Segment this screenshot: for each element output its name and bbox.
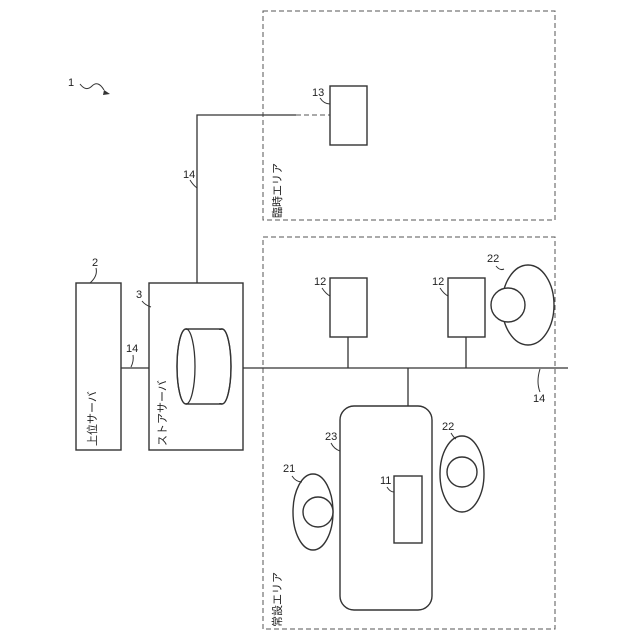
person-22b-ref: 22: [442, 421, 454, 433]
device-12b-ref: 12: [432, 276, 444, 288]
upper-server-ref-leader: [90, 268, 96, 283]
person-22b: 22: [440, 421, 484, 512]
store-server: ストアサーバ 3: [136, 283, 243, 450]
network-ref-right-leader: [538, 369, 540, 392]
network-ref-left-leader: [131, 355, 133, 367]
device-12b-ref-leader: [440, 288, 448, 296]
network-ref-right: 14: [533, 393, 545, 405]
network-ref-top: 14: [183, 169, 195, 181]
network-ref-left: 14: [126, 343, 138, 355]
device-12a: 12: [314, 276, 367, 337]
figure-ref-label: 1: [68, 77, 74, 89]
person-21: 21: [283, 463, 333, 550]
temporary-area-label: 臨時エリア: [271, 163, 284, 218]
device-11-box: [394, 476, 422, 543]
device-12a-ref-leader: [322, 288, 330, 296]
person-21-head: [303, 497, 333, 527]
device-12a-ref: 12: [314, 276, 326, 288]
figure-ref: 1: [68, 77, 110, 95]
counter-23-ref: 23: [325, 431, 337, 443]
figure-ref-squiggle: [80, 84, 104, 90]
person-22a-ref-leader: [496, 266, 504, 270]
figure-ref-arrowhead: [103, 90, 110, 95]
person-22a-head: [491, 288, 525, 322]
store-server-label: ストアサーバ: [156, 380, 169, 446]
store-server-ref: 3: [136, 289, 142, 301]
upper-server: 上位サーバ 2: [76, 257, 121, 450]
person-21-ref: 21: [283, 463, 295, 475]
network-ref-top-leader: [190, 180, 197, 188]
person-22a: 22: [487, 253, 554, 345]
person-22b-head: [447, 457, 477, 487]
device-11-ref: 11: [380, 475, 391, 487]
device-13-ref: 13: [312, 87, 324, 99]
device-13-box: [330, 86, 367, 145]
permanent-area-label: 常設エリア: [270, 572, 284, 627]
upper-server-ref: 2: [92, 257, 98, 269]
device-12b: 12: [432, 276, 485, 337]
counter-23-ref-leader: [331, 443, 340, 451]
upper-server-label: 上位サーバ: [85, 391, 99, 446]
device-12a-box: [330, 278, 367, 337]
device-12b-box: [448, 278, 485, 337]
person-22a-ref: 22: [487, 253, 499, 265]
database-icon: [177, 329, 231, 404]
